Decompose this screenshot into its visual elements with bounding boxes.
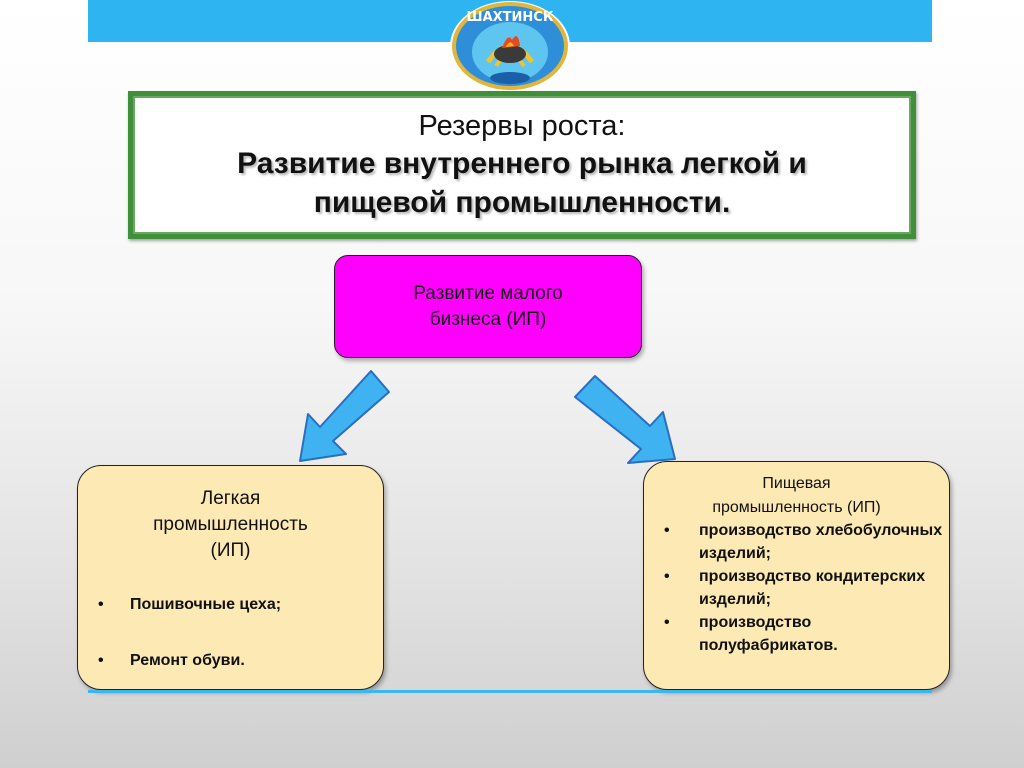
light-industry-heading-line: Легкая [200,488,261,509]
light-industry-heading-line: промышленность [153,514,308,535]
city-emblem-icon: ШАХТИНСК [450,1,570,91]
list-item: • производство кондитерских изделий; [644,565,949,611]
title-inner: Резервы роста: Развитие внутреннего рынк… [133,96,911,234]
list-item: • производство хлебобулочных изделий; [644,519,949,565]
list-item-text: Ремонт обуви. [130,652,245,669]
bullet: • [98,652,104,669]
title-line-1: Резервы роста: [418,109,626,142]
food-industry-heading-line: Пищевая [762,475,831,492]
light-industry-box: Легкая промышленность (ИП) • Пошивочные … [77,465,384,690]
city-emblem: ШАХТИНСК [448,0,572,92]
list-item-text: производство полуфабрикатов. [699,614,838,654]
center-box-small-business: Развитие малого бизнеса (ИП) [334,255,642,358]
food-industry-list: • производство хлебобулочных изделий; • … [644,519,949,657]
list-item: • Ремонт обуви. [78,652,383,708]
food-industry-heading-line: промышленность (ИП) [712,499,881,516]
light-industry-list: • Пошивочные цеха; • Ремонт обуви. [78,596,383,708]
list-item-text: производство кондитерских изделий; [699,568,926,608]
list-item: • Пошивочные цеха; [78,596,383,652]
bullet: • [98,596,104,613]
list-item: • производство полуфабрикатов. [644,611,949,657]
bullet: • [664,568,670,585]
list-item-text: Пошивочные цеха; [130,596,282,613]
bullet: • [664,614,670,631]
bottom-divider [88,690,932,693]
arrow-right-icon [574,375,676,464]
light-industry-heading-line: (ИП) [210,540,251,561]
food-industry-box: Пищевая промышленность (ИП) • производст… [643,461,950,690]
light-industry-heading: Легкая промышленность (ИП) [78,486,383,564]
list-item-text: производство хлебобулочных изделий; [699,522,943,562]
food-industry-heading: Пищевая промышленность (ИП) [644,472,949,520]
bullet: • [664,522,670,539]
title-line-2: Развитие внутреннего рынка легкой и пище… [237,147,807,220]
center-box-text: Развитие малого бизнеса (ИП) [413,282,563,330]
arrow-left-icon [299,370,390,462]
emblem-text: ШАХТИНСК [467,10,554,25]
title-box: Резервы роста: Развитие внутреннего рынк… [128,91,916,239]
